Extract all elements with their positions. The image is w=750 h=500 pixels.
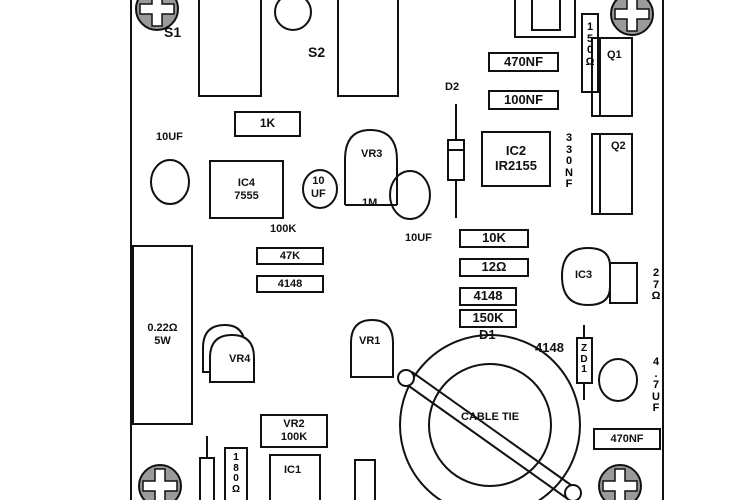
pot-vr2: VR2 100K [260, 414, 328, 448]
resistor-022ohm-label: 0.22Ω 5W [147, 322, 178, 347]
cable-tie-hole-top [397, 369, 415, 387]
resistor-150k: 150K [459, 309, 517, 328]
component-top-right-inner [531, 0, 561, 31]
component-top-right [514, 0, 576, 38]
capacitor-10uf-left-body [150, 159, 190, 205]
screw-bottom-right [598, 464, 642, 500]
diode-4148-right-label: 4148 [535, 340, 564, 355]
pot-vr4-body [209, 333, 255, 383]
label-d2: D2 [445, 81, 460, 93]
ic3-body [560, 246, 611, 307]
capacitor-top [274, 0, 312, 31]
label-s2: S2 [308, 44, 326, 60]
label-ic1: IC1 [284, 464, 302, 476]
transistor-q2-tab [591, 133, 600, 215]
capacitor-10uf-small-body [302, 169, 338, 209]
label-vr3: VR3 [361, 148, 383, 160]
diode-4148-left: 4148 [256, 275, 324, 293]
pot-vr1-body [350, 318, 394, 378]
switch-s2-body [337, 0, 399, 97]
diode-d2-body [447, 139, 465, 181]
transistor-q1-tab [591, 37, 600, 117]
resistor-150-body [581, 13, 599, 93]
capacitor-470nf-bottom: 470NF [593, 428, 661, 450]
switch-s1-body [198, 0, 262, 97]
transistor-q2-body [599, 133, 633, 215]
label-q2: Q2 [611, 140, 626, 152]
screw-bottom-left [138, 464, 182, 500]
label-s1: S1 [164, 24, 182, 40]
diode-bottom-left-body [199, 457, 215, 500]
ic1-body [269, 454, 321, 500]
label-100k: 100K [270, 223, 297, 235]
capacitor-10uf-small-label: 10 UF [311, 175, 326, 201]
capacitor-470nf-top: 470NF [488, 52, 559, 72]
capacitor-10uf-mid-body [389, 170, 431, 220]
label-ic3: IC3 [575, 269, 593, 281]
pot-vr3-body [344, 128, 398, 205]
screw-top-left [135, 0, 179, 31]
label-10uf-mid: 10UF [405, 232, 432, 244]
resistor-47k: 47K [256, 247, 324, 265]
resistor-022ohm-body [132, 245, 193, 425]
component-bottom-mid [354, 459, 376, 500]
capacitor-100nf: 100NF [488, 90, 559, 110]
label-q1: Q1 [607, 49, 622, 61]
resistor-12ohm: 12Ω [459, 258, 529, 277]
resistor-1k: 1K [234, 111, 301, 137]
ic3-tab [609, 262, 638, 304]
label-d1: D1 [479, 327, 496, 342]
label-10uf-left: 10UF [156, 131, 183, 143]
capacitor-4-7uf-body [598, 358, 638, 402]
label-vr1: VR1 [359, 335, 381, 347]
screw-top-right [610, 0, 654, 36]
resistor-180-body [224, 447, 248, 500]
cable-tie-hole-bottom [564, 484, 582, 500]
toroid-outer [399, 334, 581, 500]
toroid-inner [428, 363, 552, 487]
label-vr4: VR4 [229, 353, 251, 365]
label-cable-tie: CABLE TIE [461, 411, 520, 423]
ic2: IC2 IR2155 [481, 131, 551, 187]
mounting-screws [135, 0, 654, 500]
label-vr3-value: 1M [362, 197, 378, 209]
ic4: IC4 7555 [209, 160, 284, 219]
diode-4148-mid: 4148 [459, 287, 517, 306]
transistor-q1-body [599, 37, 633, 117]
resistor-10k: 10K [459, 229, 529, 248]
